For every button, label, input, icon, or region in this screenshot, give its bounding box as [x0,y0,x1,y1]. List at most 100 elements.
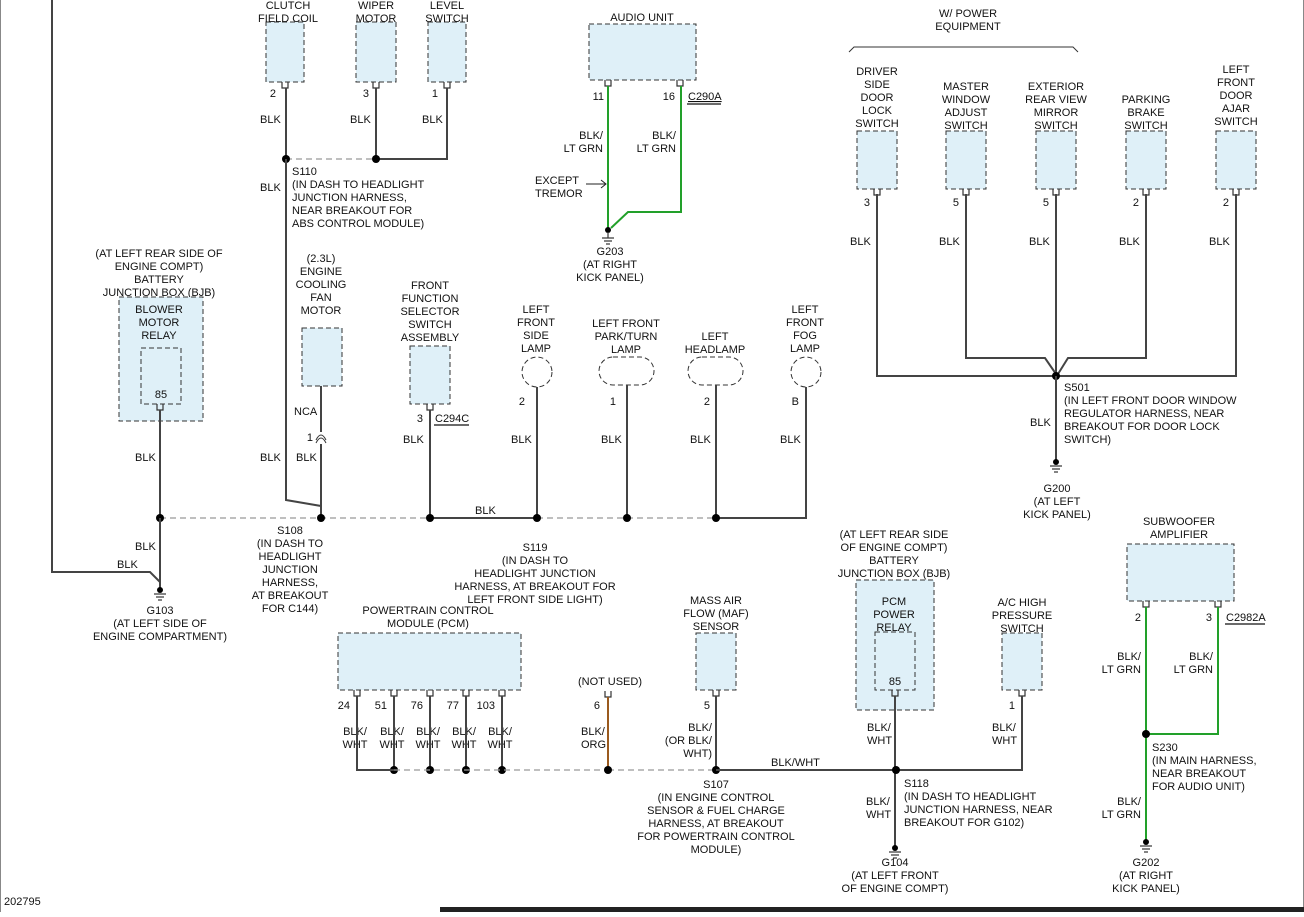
diagram-id: 202795 [4,896,41,908]
sub-pin-a: 2 [1135,612,1141,624]
blower-relay-box [140,347,182,405]
pcm-pin-number: 103 [477,700,495,712]
s110-lower-wire-label: BLK [260,452,281,464]
pcm-wire-label: BLK/WHT [342,726,367,751]
blower-wire-label: BLK [135,452,156,464]
pcm-pins: 24BLK/WHT51BLK/WHT76BLK/WHT77BLK/WHT103B… [338,690,513,774]
pcm-relay-wire-label: BLK/WHT [867,722,892,747]
side-lamp-wire-label: BLK [511,434,532,446]
g103-wire-b-label: BLK [117,559,138,571]
note-arrow [586,179,607,189]
selector-pin: 3 [417,413,423,425]
power-switch-box [856,130,898,190]
power-switch-wire-label: BLK [1029,236,1050,248]
pcm-power-relay-box [874,631,916,691]
maf-pin: 5 [704,700,710,712]
power-switch-wire-label: BLK [850,236,871,248]
power-switch-wire-label: BLK [1119,236,1140,248]
pcm-box [337,632,522,691]
ac-wire-label: BLK/WHT [992,722,1017,747]
not-used-wire-label: BLK/ORG [581,726,606,751]
wiper-wire-label: BLK [350,114,371,126]
fan-pin: 1 [307,432,313,444]
power-switch-box [1035,130,1077,190]
headlamp-pin: 2 [704,396,710,408]
power-switch-box [1215,130,1257,190]
level-wire-label: BLK [422,114,443,126]
power-switch-pin: 5 [1043,197,1049,209]
ac-switch-box [1001,632,1043,691]
s119-splice [533,514,541,522]
fog-lamp-wire-label: BLK [780,434,801,446]
audio-green-wire-b [610,86,682,229]
audio-pin-b: 16 [663,91,675,103]
g104-ground-icon [889,845,901,859]
s118-wire-label: BLK/WHT [866,796,891,821]
sub-green-wire-b [1146,607,1219,735]
s230-splice [1142,730,1150,738]
s107-wire-label: BLK/WHT [771,757,820,769]
pcm-pin-number: 51 [375,700,387,712]
pcm-pin-number: 24 [338,700,350,712]
power-brake-wire [1057,194,1147,375]
pcm-splice-node [498,766,506,774]
g203-ground-icon [602,232,614,245]
bottom-bar [440,907,1304,912]
ac-pin: 1 [1009,700,1015,712]
power-master-wire [965,194,1057,375]
g103-wire-a-label: BLK [135,541,156,553]
sub-wire-b-label: BLK/LT GRN [1174,651,1214,676]
fog-lamp-pin: B [792,396,799,408]
power-switch-box [945,130,987,190]
g200-ground-icon [1050,459,1062,473]
blower-relay-pin: 85 [155,389,167,401]
side-lamp-pin: 2 [519,396,525,408]
fog-lamp-wire [716,387,807,519]
pcm-power-relay-pin: 85 [889,676,901,688]
power-switch-pin: 2 [1133,197,1139,209]
fan-motor-box [301,327,343,387]
audio-wire-a-label: BLK/LT GRN [564,130,604,155]
pcm-pin-24-wire [356,696,394,771]
fan-nca-label: NCA [294,406,318,418]
maf-wire-label: BLK/(OR BLK/WHT) [665,722,713,760]
pcm-wire-label: BLK/WHT [487,726,512,751]
sub-wire-a-label: BLK/LT GRN [1102,651,1142,676]
s118-splice [892,766,900,774]
g202-ground-icon [1140,839,1152,853]
s230-wire-label: BLK/LT GRN [1102,796,1142,821]
headlamp-wire-label: BLK [690,434,711,446]
